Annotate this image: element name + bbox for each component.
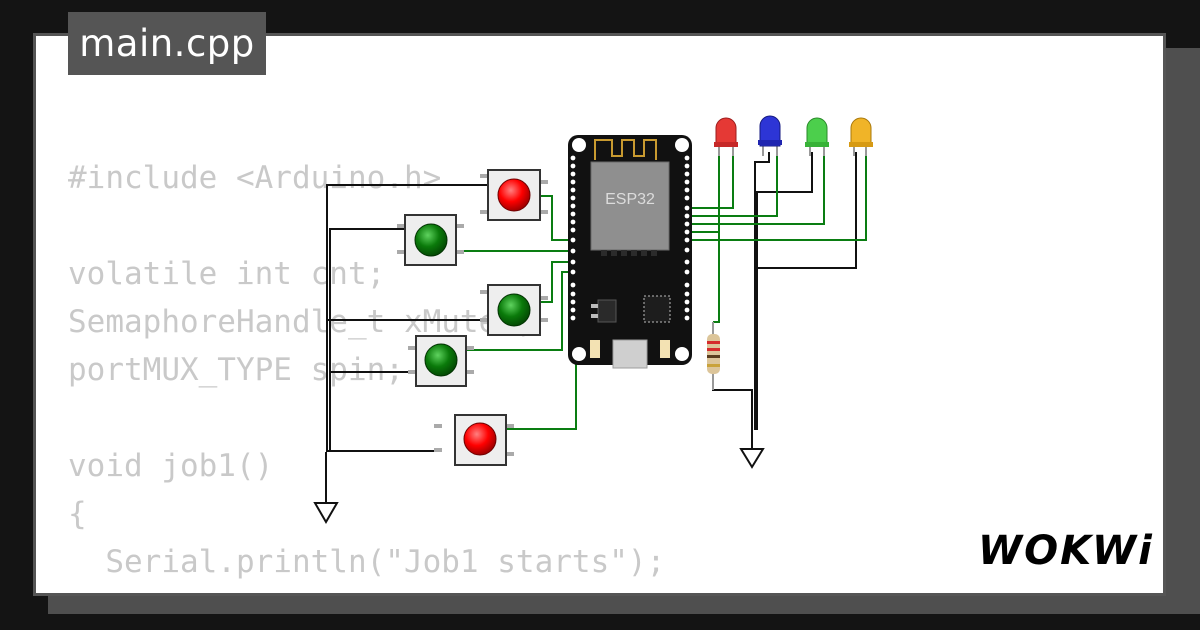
esp32-board[interactable]: ESP32 [568,135,692,369]
code-line: Serial.println("Job1 starts"); [68,544,666,580]
led-ground-wires [712,152,857,449]
button-ground-wires [326,184,488,452]
pushbutton-red-1[interactable] [480,169,548,221]
file-tab[interactable]: main.cpp [68,12,266,75]
signal-wires [458,152,867,430]
pushbutton-red-2[interactable] [434,414,514,466]
esp32-castellation [601,250,657,256]
pushbutton-green-1[interactable] [397,214,464,266]
wokwi-logo: WOKWi [978,528,1154,574]
esp32-label: ESP32 [605,191,655,208]
led-blue[interactable] [758,115,782,156]
esp32-components [590,295,671,369]
code-line: #include <Arduino.h> [68,160,442,196]
code-preview: #include <Arduino.h> volatile int cnt; Sem… [68,154,666,593]
esp32-pins [570,155,690,321]
pushbutton-green-3[interactable] [408,335,474,387]
code-line: portMUX_TYPE spin; [68,352,404,388]
resistor[interactable] [707,322,720,390]
code-line: { [68,496,87,532]
led-green[interactable] [805,117,829,156]
led-yellow[interactable] [849,117,873,156]
code-line: void job1() [68,448,274,484]
ground-symbol-right [739,448,765,469]
code-line: for (int i = 0; i < 10; i++) [68,586,665,593]
pushbutton-green-2[interactable] [480,284,548,336]
code-line: volatile int cnt; [68,256,386,292]
ground-symbol-left [313,452,339,524]
led-red[interactable] [714,117,738,156]
code-line: SemaphoreHandle_t xMutex; [68,304,535,340]
